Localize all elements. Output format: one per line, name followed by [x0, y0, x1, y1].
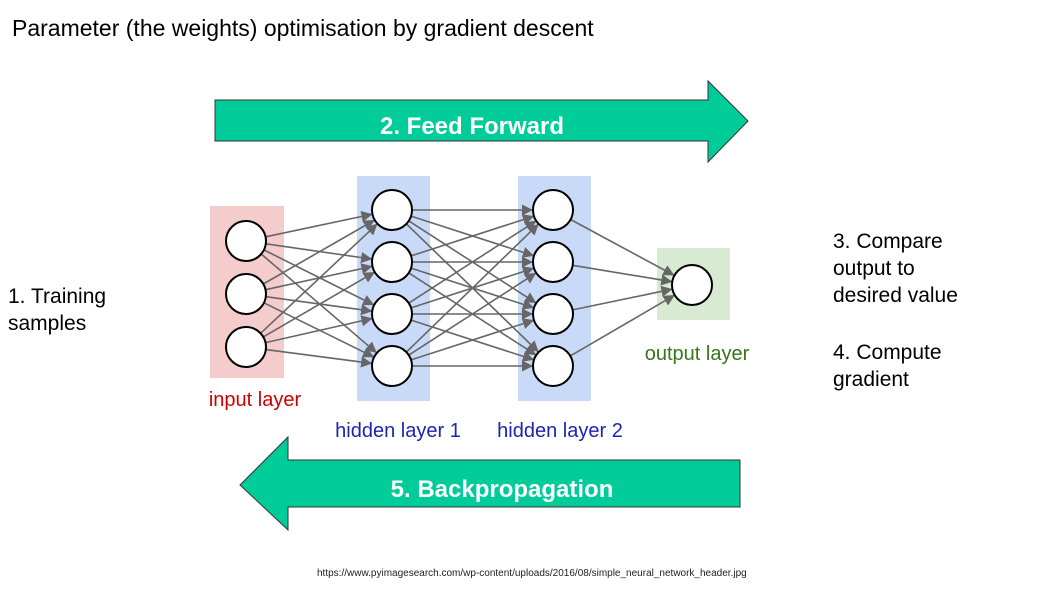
image-source-url: https://www.pyimagesearch.com/wp-content… — [317, 568, 747, 579]
gradient-line-1: 4. Compute — [833, 341, 942, 364]
connection-hidden1-2-to-hidden2-1 — [410, 214, 535, 257]
connection-hidden1-3-to-hidden2-1 — [408, 220, 537, 304]
gradient-line-2: gradient — [833, 368, 909, 391]
connection-hidden1-4-to-hidden2-2 — [408, 272, 537, 356]
connection-input-1-to-hidden1-1 — [265, 211, 373, 238]
compare-line-2: output to — [833, 257, 915, 280]
output-neuron-1 — [671, 264, 713, 306]
hidden1-neuron-3 — [371, 293, 413, 335]
hidden1-neuron-4 — [371, 345, 413, 387]
input-layer-label: input layer — [209, 389, 302, 411]
hidden2-neuron-1 — [532, 189, 574, 231]
feed-forward-label: 2. Feed Forward — [380, 113, 564, 140]
hidden2-neuron-2 — [532, 241, 574, 283]
connection-input-2-to-hidden1-4 — [263, 302, 375, 358]
connections — [260, 204, 675, 372]
compare-line-1: 3. Compare — [833, 230, 943, 253]
hidden1-neuron-1 — [371, 189, 413, 231]
input-neuron-1 — [225, 220, 267, 262]
connection-hidden1-4-to-hidden2-1 — [405, 223, 539, 353]
connection-hidden2-2-to-output-1 — [572, 264, 673, 286]
hidden2-neuron-3 — [532, 293, 574, 335]
neurons — [225, 189, 713, 387]
connection-input-3-to-hidden1-4 — [265, 348, 373, 368]
connection-input-3-to-hidden1-2 — [262, 271, 375, 338]
input-neuron-2 — [225, 273, 267, 315]
input-neuron-3 — [225, 326, 267, 368]
backpropagation-arrow — [239, 435, 741, 532]
connection-hidden2-3-to-output-1 — [572, 285, 673, 311]
training-line-1: 1. Training — [8, 285, 107, 308]
hidden2-neuron-4 — [532, 345, 574, 387]
output-layer-label: output layer — [645, 343, 750, 365]
training-line-2: samples — [8, 312, 87, 335]
hidden-layer-2-label: hidden layer 2 — [497, 420, 623, 442]
hidden1-neuron-2 — [371, 241, 413, 283]
connection-input-1-to-hidden1-3 — [263, 249, 375, 306]
compute-gradient-note: 4. Compute gradient — [833, 339, 942, 393]
backpropagation-label: 5. Backpropagation — [391, 476, 614, 503]
compare-output-note: 3. Compare output to desired value — [833, 228, 958, 309]
slide-title: Parameter (the weights) optimisation by … — [12, 15, 594, 41]
connection-input-3-to-hidden1-3 — [265, 315, 373, 344]
hidden-layer-1-label: hidden layer 1 — [335, 420, 461, 442]
training-samples-note: 1. Training samples — [8, 283, 106, 337]
compare-line-3: desired value — [833, 284, 958, 307]
feed-forward-arrow — [214, 79, 749, 164]
connection-hidden2-4-to-output-1 — [569, 294, 675, 357]
connection-hidden1-4-to-hidden2-3 — [410, 318, 535, 361]
connection-hidden2-1-to-output-1 — [570, 218, 675, 276]
connection-input-3-to-hidden1-1 — [260, 223, 378, 334]
connection-input-2-to-hidden1-1 — [262, 219, 375, 285]
